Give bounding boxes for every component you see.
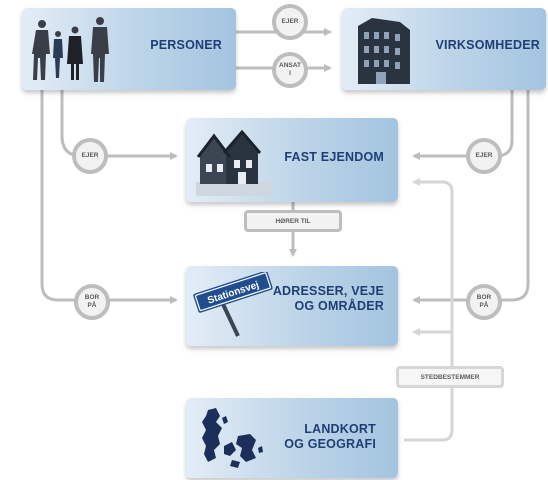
relation-stedbestemmer: STEDBESTEMMER (396, 366, 504, 388)
relation-ejer-top: EJER (272, 4, 308, 40)
title-virksomheder: VIRKSOMHEDER (435, 38, 540, 52)
relation-bor-pa-right: BOR PÅ (466, 284, 502, 320)
denmark-map-illustration (202, 408, 263, 468)
title-fast-ejendom: FAST EJENDOM (284, 150, 384, 164)
relation-bor-pa-left: BOR PÅ (74, 284, 110, 320)
box-virksomheder: VIRKSOMHEDER (342, 8, 546, 90)
box-fast-ejendom: FAST EJENDOM (186, 118, 398, 202)
building-illustration (358, 18, 410, 84)
box-adresser: Stationsvej ADRESSER, VEJE OG OMRÅDER (186, 266, 398, 346)
title-personer: PERSONER (150, 38, 222, 52)
house-illustration (196, 129, 272, 196)
relation-ejer-right: EJER (466, 138, 502, 174)
relation-horer-til: HØRER TIL (244, 210, 342, 232)
line-stedbestemmer (404, 178, 454, 442)
box-landkort: LANDKORT OG GEOGRAFI (186, 398, 398, 478)
box-personer: PERSONER (22, 8, 236, 90)
line-virk-bor (412, 90, 530, 304)
relation-ejer-left: EJER (72, 138, 108, 174)
street-sign-illustration: Stationsvej (193, 272, 273, 337)
line-personer-bor (40, 90, 178, 304)
people-illustration (32, 17, 109, 82)
relation-ansat-i: ANSAT I (272, 52, 308, 88)
title-adresser: ADRESSER, VEJE OG OMRÅDER (272, 284, 384, 313)
title-landkort: LANDKORT OG GEOGRAFI (284, 422, 376, 451)
